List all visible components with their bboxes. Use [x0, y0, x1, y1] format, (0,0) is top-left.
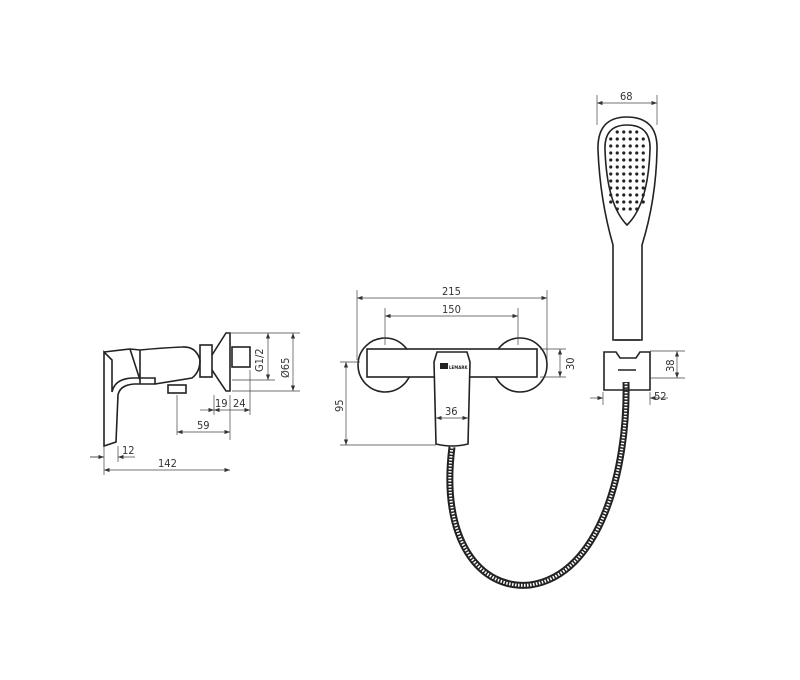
- nozzle-dot: [641, 165, 645, 169]
- nozzle-dot: [622, 165, 626, 169]
- dim-36: 36: [445, 405, 458, 418]
- nozzle-dot: [609, 144, 613, 148]
- dim-142: 142: [158, 457, 177, 470]
- spray-nozzles: [609, 130, 645, 211]
- nozzle-dot: [609, 158, 613, 162]
- dim-30: 30: [564, 357, 577, 370]
- nozzle-dot: [615, 130, 619, 134]
- nozzle-dot: [628, 179, 632, 183]
- dim-diameter: Ø65: [279, 358, 292, 378]
- nozzle-dot: [615, 172, 619, 176]
- nozzle-dot: [609, 172, 613, 176]
- dim-150: 150: [442, 303, 461, 316]
- nozzle-dot: [641, 144, 645, 148]
- nozzle-dot: [635, 137, 639, 141]
- nozzle-dot: [635, 179, 639, 183]
- nozzle-dot: [635, 200, 639, 204]
- nozzle-dot: [628, 151, 632, 155]
- nozzle-dot: [622, 151, 626, 155]
- dim-68: 68: [620, 90, 633, 103]
- nozzle-dot: [641, 193, 645, 197]
- nozzle-dot: [609, 193, 613, 197]
- front-view: LEMARK 215 150 30 95 36: [333, 285, 630, 589]
- nozzle-dot: [635, 207, 639, 211]
- nozzle-dot: [622, 200, 626, 204]
- nozzle-dot: [628, 130, 632, 134]
- nozzle-dot: [641, 137, 645, 141]
- nozzle-dot: [635, 151, 639, 155]
- nozzle-dot: [628, 137, 632, 141]
- nut: [199, 344, 213, 378]
- nozzle-dot: [615, 193, 619, 197]
- dim-12: 12: [122, 444, 135, 457]
- nozzle-dot: [635, 130, 639, 134]
- dim-38: 38: [664, 359, 677, 372]
- nozzle-dot: [622, 207, 626, 211]
- nozzle-dot: [622, 144, 626, 148]
- side-view: G1/2 Ø65 19 24 59 12 142: [90, 332, 300, 475]
- nozzle-dot: [622, 172, 626, 176]
- nozzle-dot: [615, 200, 619, 204]
- flange: [211, 332, 231, 392]
- nozzle-dot: [615, 144, 619, 148]
- nozzle-dot: [628, 165, 632, 169]
- nozzle-dot: [622, 179, 626, 183]
- dim-g-thread: G1/2: [253, 348, 266, 372]
- dim-19: 19: [215, 397, 228, 410]
- dim-215: 215: [442, 285, 461, 298]
- nozzle-dot: [635, 158, 639, 162]
- nozzle-dot: [628, 200, 632, 204]
- nozzle-dot: [622, 158, 626, 162]
- nozzle-dot: [622, 186, 626, 190]
- outlet: [167, 384, 187, 394]
- shower-hose: [446, 381, 630, 589]
- nozzle-dot: [635, 165, 639, 169]
- nozzle-dot: [641, 158, 645, 162]
- nozzle-dot: [615, 207, 619, 211]
- lever: [433, 351, 471, 447]
- nozzle-dot: [641, 200, 645, 204]
- nozzle-dot: [609, 165, 613, 169]
- nozzle-dot: [635, 186, 639, 190]
- mixer-body: [103, 346, 201, 385]
- hand-shower: 68 38 52: [590, 90, 685, 405]
- nozzle-dot: [609, 151, 613, 155]
- nozzle-dot: [641, 186, 645, 190]
- nozzle-dot: [615, 151, 619, 155]
- nozzle-dot: [622, 137, 626, 141]
- eccentric-connector: [231, 346, 251, 368]
- nozzle-dot: [609, 179, 613, 183]
- shower-head: [597, 116, 658, 341]
- nozzle-dot: [622, 130, 626, 134]
- brand-logo: LEMARK: [449, 365, 468, 370]
- dim-95: 95: [333, 399, 346, 412]
- nozzle-dot: [615, 137, 619, 141]
- nozzle-dot: [628, 172, 632, 176]
- nozzle-dot: [641, 172, 645, 176]
- nozzle-dot: [635, 144, 639, 148]
- dim-52: 52: [654, 390, 667, 403]
- nozzle-dot: [609, 200, 613, 204]
- nozzle-dot: [628, 193, 632, 197]
- nozzle-dot: [615, 158, 619, 162]
- nozzle-dot: [641, 179, 645, 183]
- nozzle-dot: [635, 172, 639, 176]
- nozzle-dot: [615, 186, 619, 190]
- nozzle-dot: [615, 179, 619, 183]
- nozzle-dot: [615, 165, 619, 169]
- nozzle-dot: [622, 193, 626, 197]
- dim-24: 24: [233, 397, 246, 410]
- nozzle-dot: [628, 158, 632, 162]
- nozzle-dot: [609, 186, 613, 190]
- nozzle-dot: [635, 193, 639, 197]
- spray-face: [604, 124, 651, 227]
- dim-59: 59: [197, 419, 210, 432]
- nozzle-dot: [641, 151, 645, 155]
- nozzle-dot: [628, 186, 632, 190]
- lever-handle: [103, 350, 156, 448]
- shower-holder: [603, 339, 651, 391]
- nozzle-dot: [609, 137, 613, 141]
- nozzle-dot: [628, 207, 632, 211]
- nozzle-dot: [628, 144, 632, 148]
